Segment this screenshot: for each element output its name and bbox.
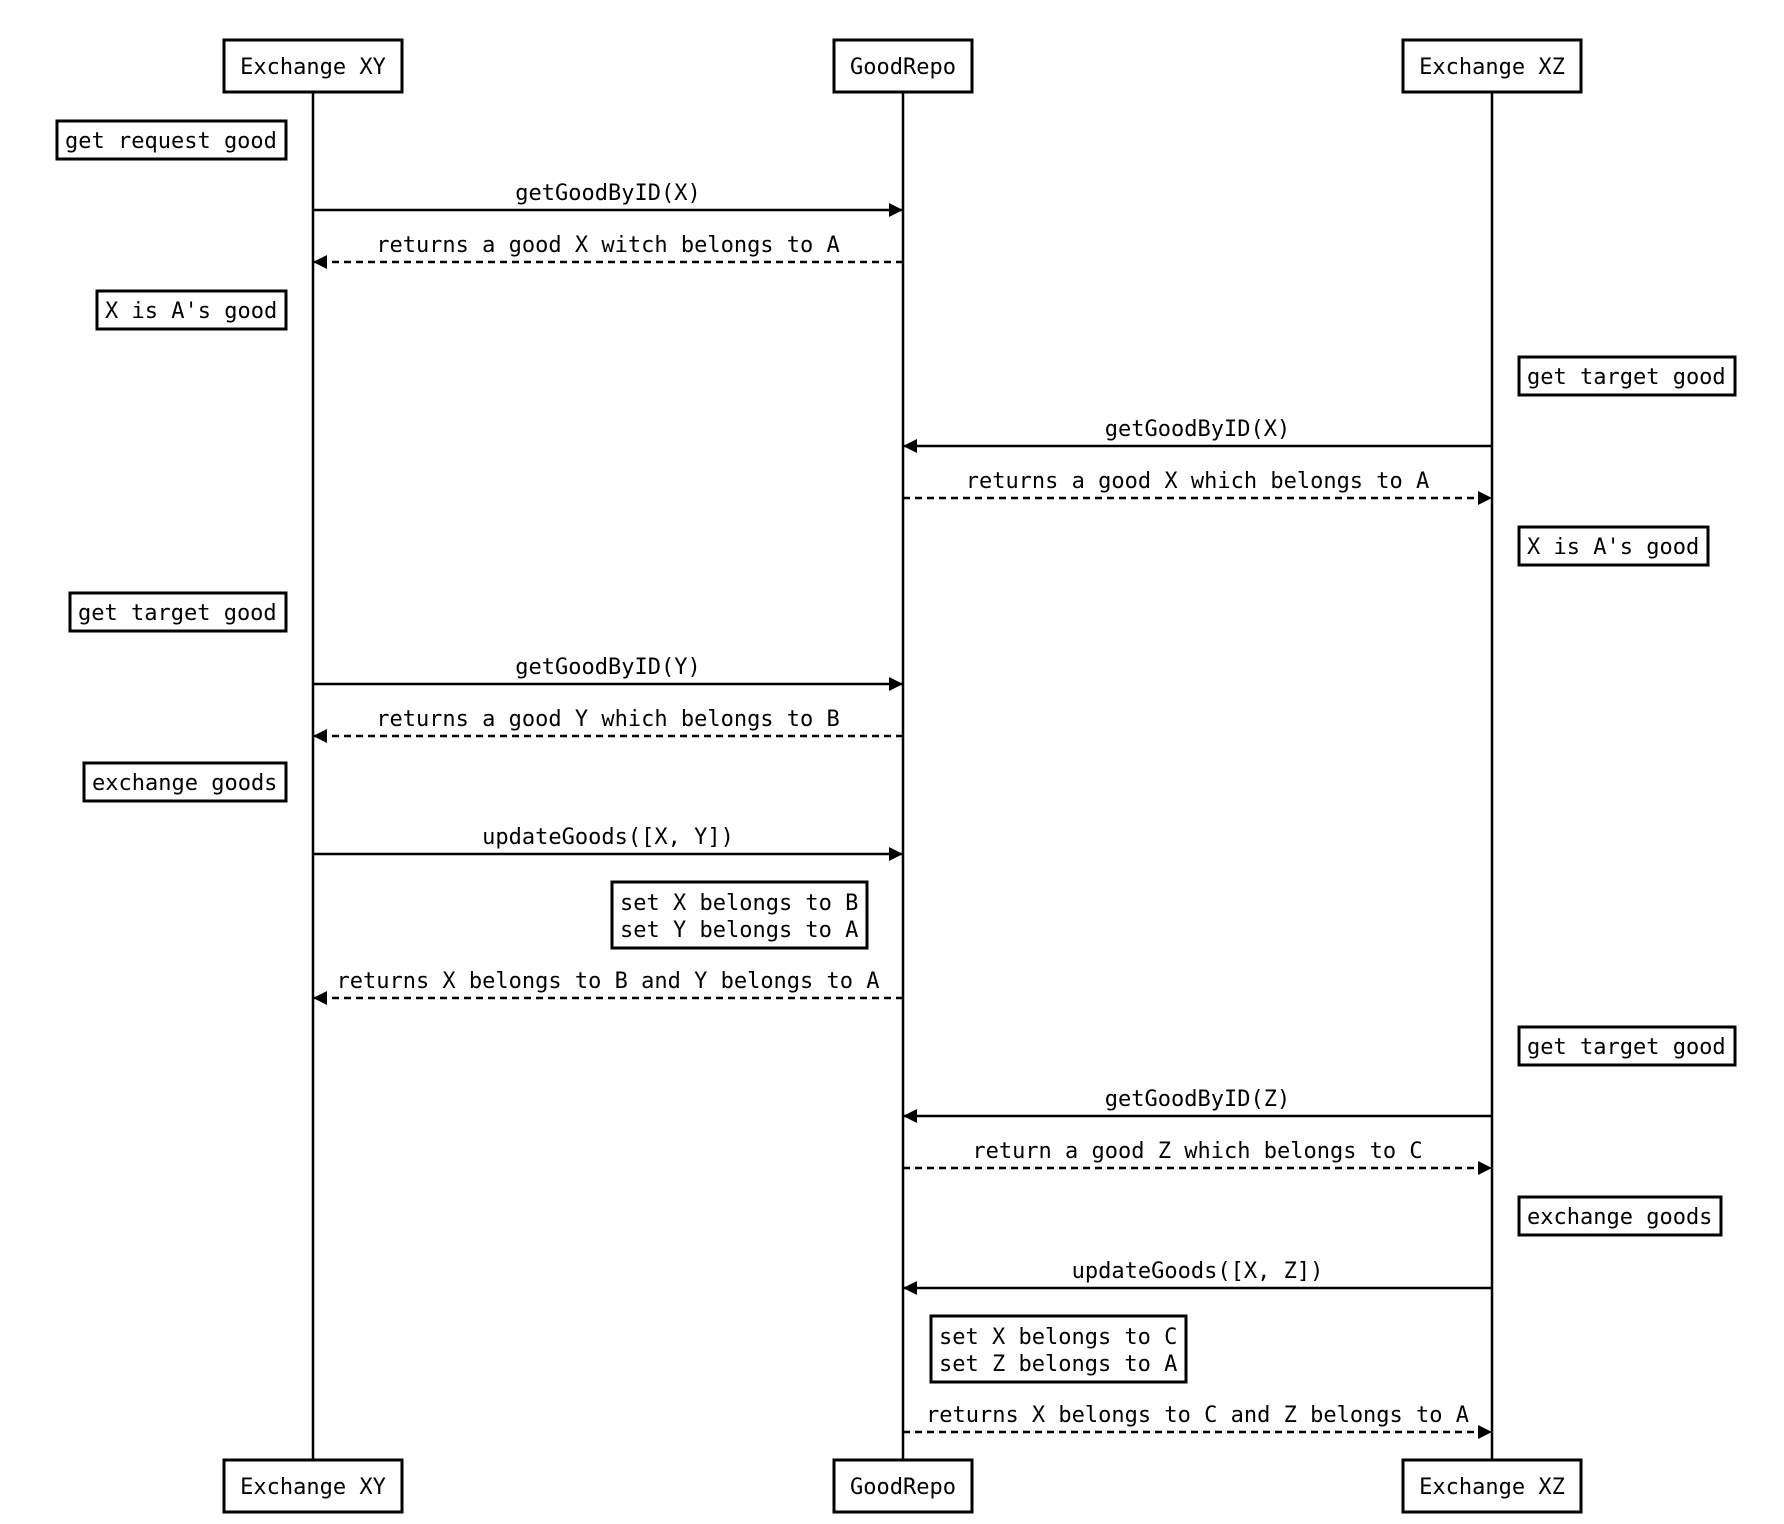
note-box xyxy=(55,119,288,161)
message-return: returns X belongs to C and Z belongs to … xyxy=(903,1403,1492,1439)
note: get target good xyxy=(1517,355,1737,397)
message-label: getGoodByID(Z) xyxy=(1105,1087,1290,1112)
message-return: returns a good X which belongs to A xyxy=(903,469,1492,505)
note-text: get request good xyxy=(65,129,277,154)
participant-box xyxy=(222,1458,404,1514)
note-box xyxy=(68,591,288,633)
participant-top-exchange-xz: Exchange XZ xyxy=(1401,38,1583,94)
message-label: returns a good Y which belongs to B xyxy=(376,707,840,732)
participant-bottom-goodrepo: GoodRepo xyxy=(832,1458,974,1514)
participant-label: GoodRepo xyxy=(850,1475,956,1500)
participant-box xyxy=(1401,38,1583,94)
message-label: returns X belongs to B and Y belongs to … xyxy=(336,969,879,994)
message-label: updateGoods([X, Z]) xyxy=(1072,1259,1324,1284)
message-return: return a good Z which belongs to C xyxy=(903,1139,1492,1175)
note: exchange goods xyxy=(82,761,288,803)
note-text: exchange goods xyxy=(92,771,277,796)
participant-label: Exchange XZ xyxy=(1419,1475,1565,1500)
note-box xyxy=(95,289,288,331)
participant-box xyxy=(1401,1458,1583,1514)
note-box xyxy=(929,1314,1188,1384)
participant-label: Exchange XZ xyxy=(1419,55,1565,80)
message-label: getGoodByID(X) xyxy=(515,181,700,206)
note-text: get target good xyxy=(1527,1035,1726,1060)
message-label: getGoodByID(X) xyxy=(1105,417,1290,442)
note: get target good xyxy=(1517,1025,1737,1067)
note: X is A's good xyxy=(95,289,288,331)
note: exchange goods xyxy=(1517,1195,1723,1237)
note-box xyxy=(82,761,288,803)
message-call: getGoodByID(Y) xyxy=(313,655,903,691)
participant-bottom-exchange-xz: Exchange XZ xyxy=(1401,1458,1583,1514)
note-text: exchange goods xyxy=(1527,1205,1712,1230)
note: get target good xyxy=(68,591,288,633)
note: get request good xyxy=(55,119,288,161)
note-text: X is A's good xyxy=(105,299,277,324)
note-box xyxy=(1517,525,1710,567)
sequence-steps: get request good getGoodByID(X) returns a … xyxy=(55,119,1737,1439)
note-text: set Z belongs to A xyxy=(939,1352,1177,1377)
note-box xyxy=(1517,1195,1723,1237)
message-call: getGoodByID(Z) xyxy=(903,1087,1492,1123)
message-label: return a good Z which belongs to C xyxy=(972,1139,1422,1164)
message-call: getGoodByID(X) xyxy=(903,417,1492,453)
note-box xyxy=(1517,1025,1737,1067)
message-return: returns a good X witch belongs to A xyxy=(313,233,903,269)
participant-label: GoodRepo xyxy=(850,55,956,80)
note-box xyxy=(610,880,869,950)
message-call: updateGoods([X, Y]) xyxy=(313,825,903,861)
note-text: get target good xyxy=(78,601,277,626)
participant-box xyxy=(832,1458,974,1514)
note: X is A's good xyxy=(1517,525,1710,567)
note-text: set X belongs to B xyxy=(620,891,858,916)
participant-top-goodrepo: GoodRepo xyxy=(832,38,974,94)
note-text: get target good xyxy=(1527,365,1726,390)
participant-box xyxy=(832,38,974,94)
message-label: returns X belongs to C and Z belongs to … xyxy=(926,1403,1469,1428)
message-call: updateGoods([X, Z]) xyxy=(903,1259,1492,1295)
participant-box xyxy=(222,38,404,94)
message-return: returns a good Y which belongs to B xyxy=(313,707,903,743)
note-text: set Y belongs to A xyxy=(620,918,858,943)
message-return: returns X belongs to B and Y belongs to … xyxy=(313,969,903,1005)
participant-bottom-exchange-xy: Exchange XY xyxy=(222,1458,404,1514)
note-text: X is A's good xyxy=(1527,535,1699,560)
participant-label: Exchange XY xyxy=(240,1475,386,1500)
message-label: getGoodByID(Y) xyxy=(515,655,700,680)
message-call: getGoodByID(X) xyxy=(313,181,903,217)
lifelines xyxy=(311,92,1494,1460)
message-label: returns a good X witch belongs to A xyxy=(376,233,840,258)
participant-top-exchange-xy: Exchange XY xyxy=(222,38,404,94)
note-text: set X belongs to C xyxy=(939,1325,1177,1350)
message-label: returns a good X which belongs to A xyxy=(966,469,1430,494)
message-label: updateGoods([X, Y]) xyxy=(482,825,734,850)
participant-label: Exchange XY xyxy=(240,55,386,80)
note-box xyxy=(1517,355,1737,397)
